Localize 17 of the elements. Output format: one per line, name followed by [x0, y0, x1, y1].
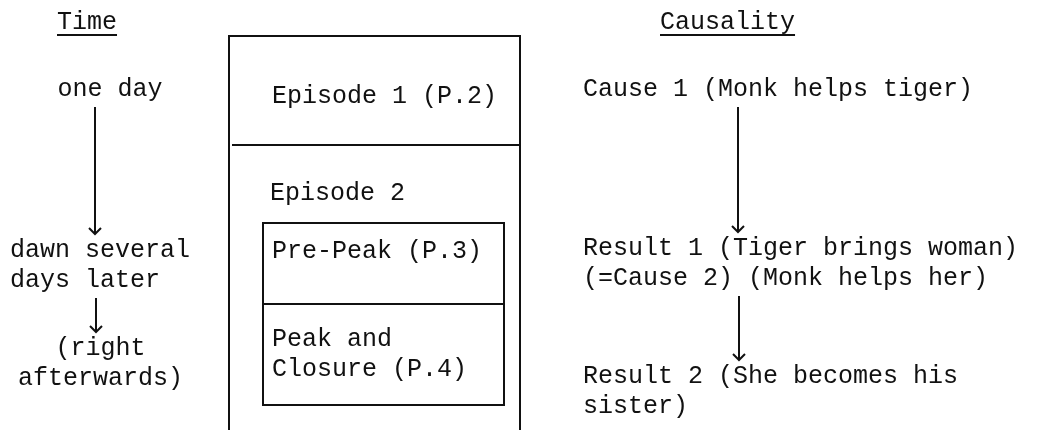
- column-heading: Time: [57, 8, 117, 38]
- scene-box: Pre-Peak (P.3): [262, 222, 505, 305]
- causality-text: Result 2 (She becomes his sister): [583, 362, 1003, 422]
- column-heading: Causality: [660, 8, 796, 38]
- band-heading: Episode 2: [270, 179, 406, 209]
- arrow: [732, 295, 746, 361]
- arrow: [89, 297, 103, 333]
- time-text: (right afterwards): [8, 334, 193, 394]
- episode-band: Episode 1 (P.2): [232, 39, 521, 146]
- time-text: dawn several days later: [10, 236, 215, 296]
- causality-text: Result 1 (Tiger brings woman) (=Cause 2) (Monk helps her): [583, 234, 1059, 294]
- arrow: [88, 106, 102, 235]
- time-text: one day: [40, 75, 180, 105]
- causality-text: Cause 1 (Monk helps tiger): [583, 75, 1023, 105]
- frame-box: [228, 35, 521, 430]
- scene-box: Peak and Closure (P.4): [262, 303, 505, 406]
- arrow: [731, 106, 745, 233]
